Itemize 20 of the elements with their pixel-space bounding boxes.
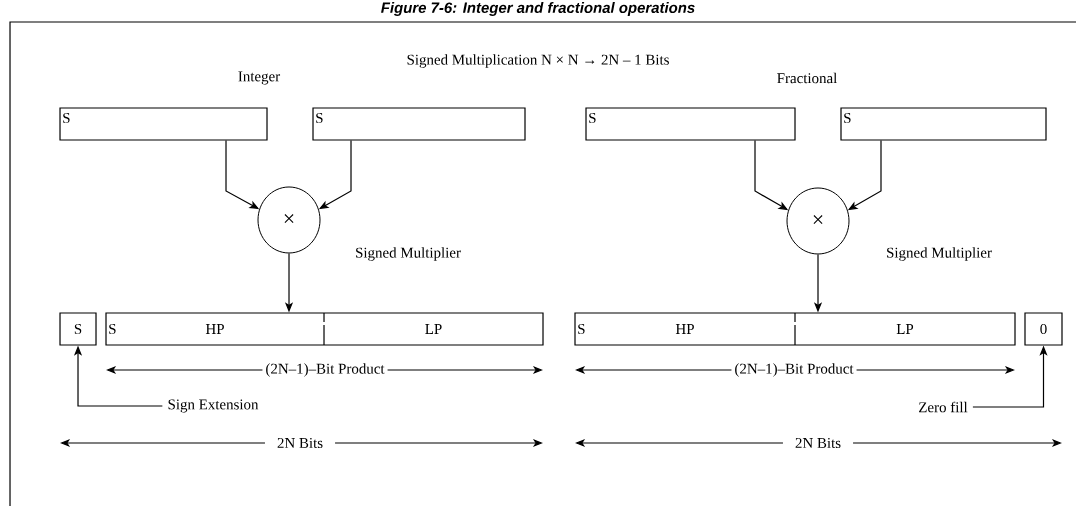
register-box: S HP LP bbox=[105, 312, 544, 346]
register-box: S HP LP bbox=[574, 312, 1016, 346]
register-box: S bbox=[312, 107, 526, 141]
register-box: S bbox=[59, 312, 97, 346]
node-caption: Signed Multiplier bbox=[356, 247, 461, 261]
register-box: 0 bbox=[1024, 312, 1063, 346]
leader-text: Sign Extension bbox=[168, 399, 259, 413]
dimension-label: (2N–1)–Bit Product bbox=[731, 359, 857, 381]
section-label: Fractional bbox=[777, 72, 837, 84]
dimension-label: (2N–1)–Bit Product bbox=[262, 359, 388, 381]
register-box: S bbox=[585, 107, 796, 141]
figure-title: Figure 7-6: Integer and fractional operations bbox=[381, 2, 695, 16]
leader-text: Zero fill bbox=[919, 401, 968, 413]
heading: Signed Multiplication N × N → 2N – 1 Bits bbox=[407, 54, 669, 68]
dimension-label: 2N Bits bbox=[264, 434, 336, 452]
section-label: Integer bbox=[238, 71, 281, 85]
register-box: S bbox=[59, 107, 268, 141]
register-box: S bbox=[840, 107, 1047, 141]
dimension-label: 2N Bits bbox=[782, 434, 854, 452]
node-caption: Signed Multiplier bbox=[887, 247, 992, 261]
